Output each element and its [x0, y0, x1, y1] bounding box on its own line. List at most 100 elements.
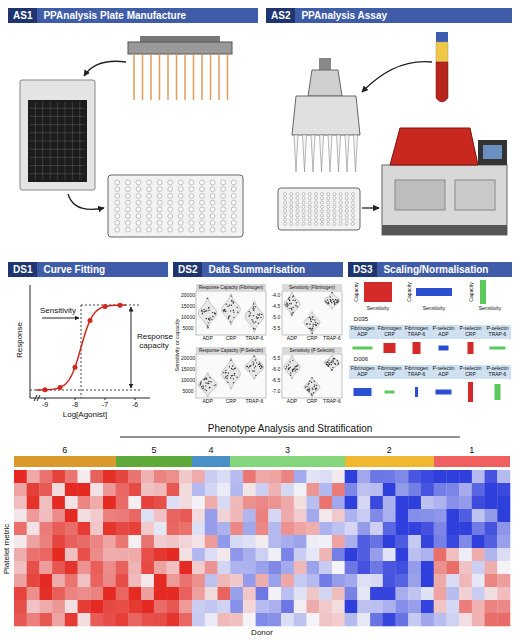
node-text: P-selectin CRP [457, 325, 484, 339]
donor-dot [327, 302, 328, 303]
plate-well [168, 220, 173, 225]
plate-well [231, 207, 236, 212]
donor-dot [261, 366, 262, 367]
plate-well [115, 193, 120, 198]
axis-title: Donor [251, 629, 273, 638]
heatmap-cell [408, 561, 421, 574]
donor-dot [292, 369, 293, 370]
donor-dot [292, 371, 293, 372]
donor-dot [316, 385, 317, 386]
heatmap-cell [52, 548, 65, 561]
heatmap-cell [357, 535, 370, 548]
cluster-number: 5 [116, 445, 192, 455]
plate-well [339, 197, 342, 200]
heatmap-cell [27, 600, 40, 613]
donor-dot [224, 310, 225, 311]
heatmap-cell [281, 470, 294, 483]
donor-dot [223, 310, 224, 311]
heatmap-cell [103, 522, 116, 535]
donor-dot [229, 315, 230, 316]
donor-dot [231, 375, 232, 376]
heatmap-cell [52, 522, 65, 535]
node-text: Fibrinogen CRP [376, 325, 403, 339]
heatmap-cell [383, 574, 396, 587]
heatmap-cell [141, 548, 154, 561]
plate-well [210, 214, 215, 219]
heatmap-cell [370, 509, 383, 522]
donor-dot [307, 389, 308, 390]
heatmap-cell [345, 470, 358, 483]
heatmap-cell [459, 600, 472, 613]
heatmap-cell [141, 496, 154, 509]
donor-dot [254, 370, 255, 371]
donor-dot [331, 360, 332, 361]
plate-well [314, 218, 317, 221]
donor-dot [203, 311, 204, 312]
plate-well [296, 214, 299, 217]
donor-dot [233, 302, 234, 303]
axis-tick-label: CRP [307, 336, 318, 342]
heatmap-cell [205, 548, 218, 561]
cytometer-door [455, 180, 495, 210]
capacity-bar [416, 288, 452, 296]
plate-well [290, 210, 293, 213]
plate-well [221, 207, 226, 212]
node-text: AS1 [8, 8, 37, 23]
plate-well [125, 187, 130, 192]
donor-dot [331, 364, 332, 365]
heatmap-cell [78, 561, 91, 574]
heatmap-cell [472, 561, 485, 574]
heatmap-cell [205, 561, 218, 574]
heatmap-cell [167, 496, 180, 509]
heatmap-cell [78, 587, 91, 600]
heatmap-cell [408, 600, 421, 613]
plate-well [327, 197, 330, 200]
plate-well [231, 200, 236, 205]
heatmap-cell [370, 483, 383, 496]
donor-dot [225, 311, 226, 312]
plate-well [136, 193, 141, 198]
donor-dot [230, 377, 231, 378]
heatmap-cell [192, 535, 205, 548]
heatmap-cell [154, 548, 167, 561]
donor-dot [209, 317, 210, 318]
axis-tick-label: TRAP-6 [245, 336, 263, 342]
dose-response-curve [36, 305, 126, 390]
plate-well [147, 227, 152, 232]
plate-well [157, 180, 162, 185]
donor-dot [291, 313, 292, 314]
heatmap-cell [459, 509, 472, 522]
donor-dot [227, 382, 228, 383]
axis-tick-label: -7.0 [272, 389, 281, 395]
plate-well [136, 180, 141, 185]
plate-well [308, 193, 311, 196]
donor-bar [439, 346, 449, 351]
heatmap-cell [268, 613, 281, 626]
donor-dot [289, 299, 290, 300]
axis-tick-label: CRP [226, 399, 237, 405]
heatmap-cell [27, 483, 40, 496]
heatmap-cell [485, 587, 498, 600]
heatmap-cell [294, 470, 307, 483]
donor-dot [212, 312, 213, 313]
axis-tick-label: 20000 [181, 293, 195, 299]
heatmap-cell [446, 613, 459, 626]
donor-dot [208, 381, 209, 382]
heatmap-cell [370, 496, 383, 509]
heatmap-cell [472, 522, 485, 535]
axis-tick-label: CRP [307, 399, 318, 405]
donor-dot [314, 324, 315, 325]
donor-dot [203, 379, 204, 380]
axis-tick [75, 398, 76, 400]
donor-dot [253, 328, 254, 329]
axis-title: Capacity [407, 282, 413, 301]
donor-dot [288, 368, 289, 369]
heatmap-cell [167, 613, 180, 626]
donor-dot [312, 316, 313, 317]
heatmap-cell [179, 483, 192, 496]
heatmap-cell [256, 548, 269, 561]
plate-well [221, 193, 226, 198]
heatmap-cell [179, 496, 192, 509]
donor-dot [292, 296, 293, 297]
donor-dot [336, 300, 337, 301]
